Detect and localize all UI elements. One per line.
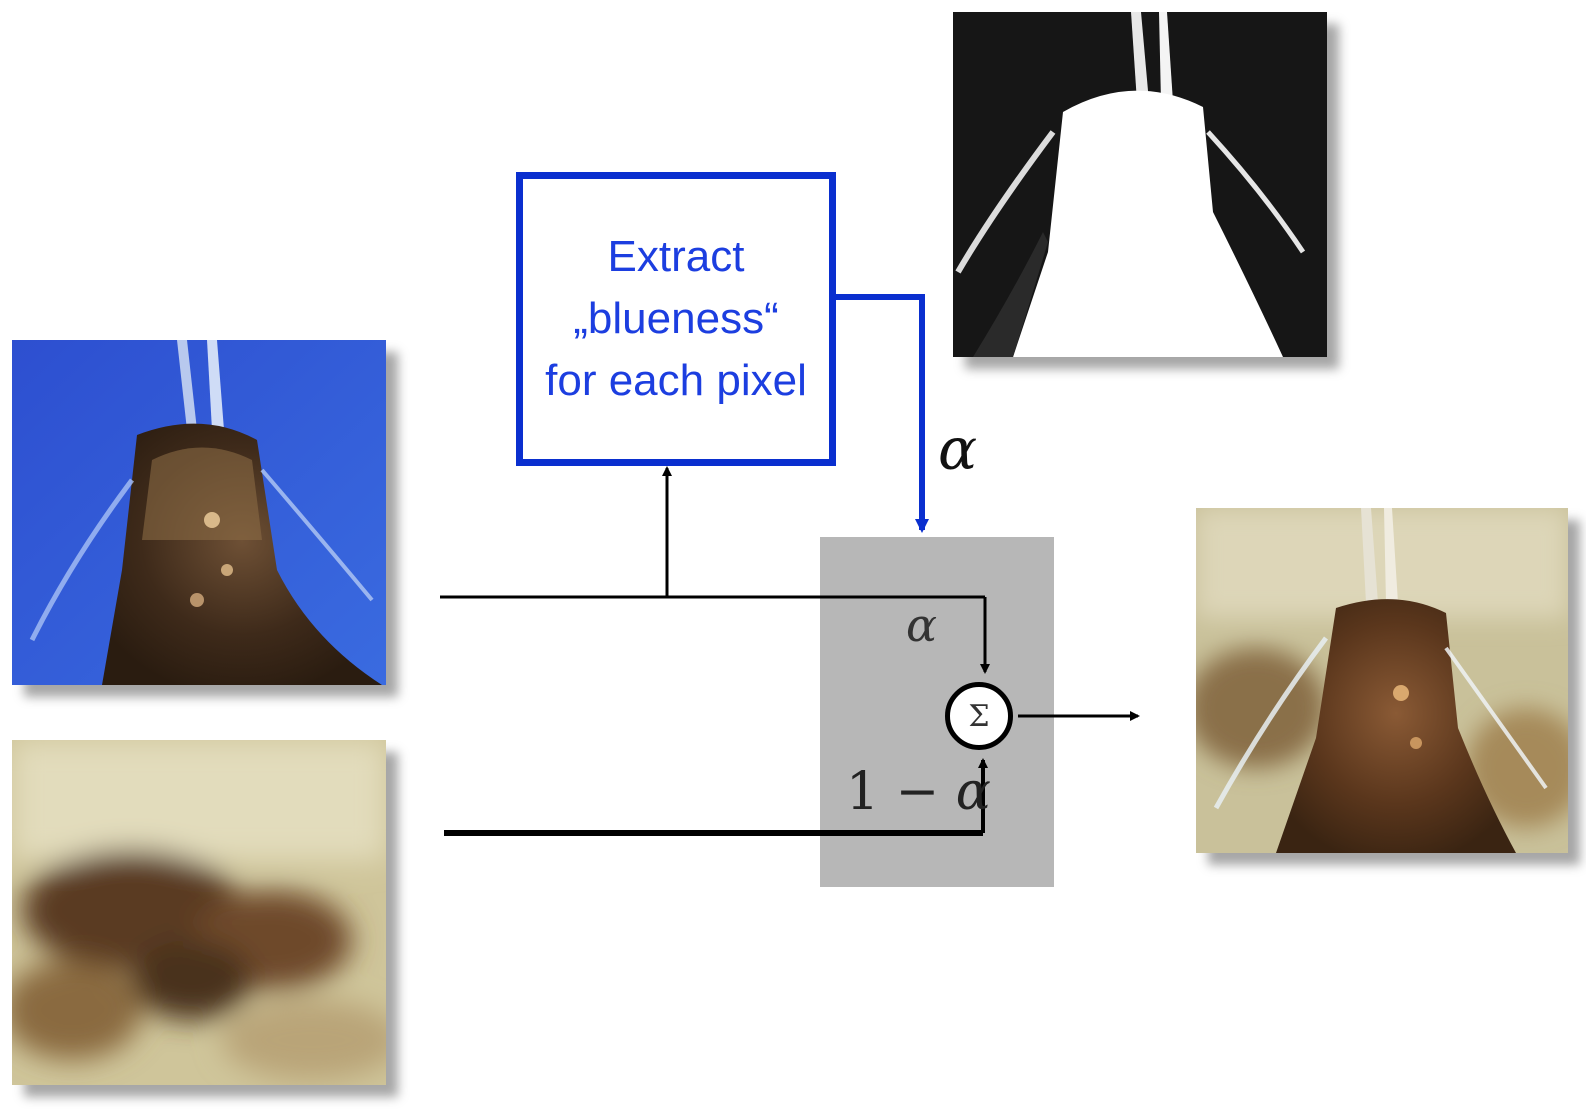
composite-output-photo <box>1196 508 1568 853</box>
extract-line-1: Extract <box>607 232 745 281</box>
sum-symbol: Σ <box>968 698 990 734</box>
mixer-panel <box>820 537 1054 887</box>
one-minus-text: 1 − <box>846 762 956 822</box>
alpha-weight-label: α <box>906 598 938 652</box>
background-input-photo <box>12 740 386 1085</box>
summation-node: Σ <box>945 682 1013 750</box>
extract-line-3: for each pixel <box>545 356 807 405</box>
extract-line-2: „blueness“ <box>573 294 779 343</box>
one-minus-alpha-label: 1 − α <box>846 762 991 822</box>
extract-blueness-box: Extract „blueness“ for each pixel <box>516 172 836 466</box>
alpha-symbol: α <box>955 762 991 822</box>
alpha-wire <box>830 294 929 533</box>
alpha-label: α <box>938 415 978 483</box>
alpha-matte-photo <box>953 12 1327 357</box>
bluescreen-input-photo <box>12 340 386 685</box>
